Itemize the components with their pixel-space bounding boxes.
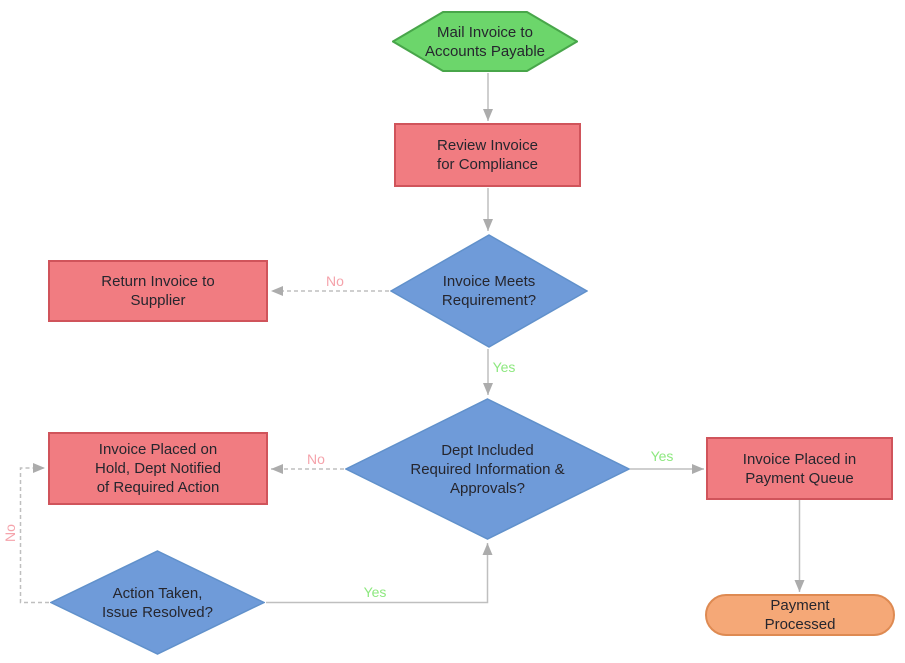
node-start: Mail Invoice to Accounts Payable <box>392 11 578 72</box>
node-dept-included-info: Dept Included Required Information & App… <box>345 398 630 540</box>
node-payment-processed-label: Payment Processed <box>764 597 836 633</box>
node-invoice-meets-requirement: Invoice Meets Requirement? <box>390 234 588 348</box>
edge-action-dept-yes <box>266 543 493 604</box>
node-dept-included-info-label: Dept Included Required Information & App… <box>410 441 565 497</box>
node-payment-queue: Invoice Placed in Payment Queue <box>706 437 893 500</box>
node-payment-queue-label: Invoice Placed in Payment Queue <box>742 450 857 487</box>
edge-label-no-dept: No <box>307 451 325 467</box>
edge-label-yes-dept: Yes <box>650 448 674 464</box>
diamond-shape <box>390 234 588 348</box>
hexagon-shape <box>392 11 578 72</box>
node-invoice-on-hold-label: Invoice Placed on Hold, Dept Notified of… <box>95 441 221 496</box>
node-invoice-on-hold: Invoice Placed on Hold, Dept Notified of… <box>48 432 268 505</box>
edge-label-yes-meets-req: Yes <box>492 359 516 375</box>
node-invoice-meets-requirement-label: Invoice Meets Requirement? <box>441 273 537 309</box>
diamond-shape <box>345 398 630 540</box>
edge-label-no-meets-req: No <box>326 273 344 289</box>
node-return-invoice-label: Return Invoice to Supplier <box>101 273 215 309</box>
node-action-taken: Action Taken, Issue Resolved? <box>50 550 265 655</box>
edge-action-hold-no <box>19 463 49 604</box>
diamond-shape <box>50 550 265 655</box>
node-start-label: Mail Invoice to Accounts Payable <box>424 23 546 60</box>
edge-label-no-action: No <box>2 524 18 542</box>
node-review-invoice: Review Invoice for Compliance <box>394 123 581 187</box>
node-action-taken-label: Action Taken, Issue Resolved? <box>102 584 213 621</box>
node-return-invoice: Return Invoice to Supplier <box>48 260 268 322</box>
edge-label-yes-action: Yes <box>363 584 387 600</box>
node-payment-processed: Payment Processed <box>705 594 895 636</box>
node-review-invoice-label: Review Invoice for Compliance <box>437 137 538 173</box>
